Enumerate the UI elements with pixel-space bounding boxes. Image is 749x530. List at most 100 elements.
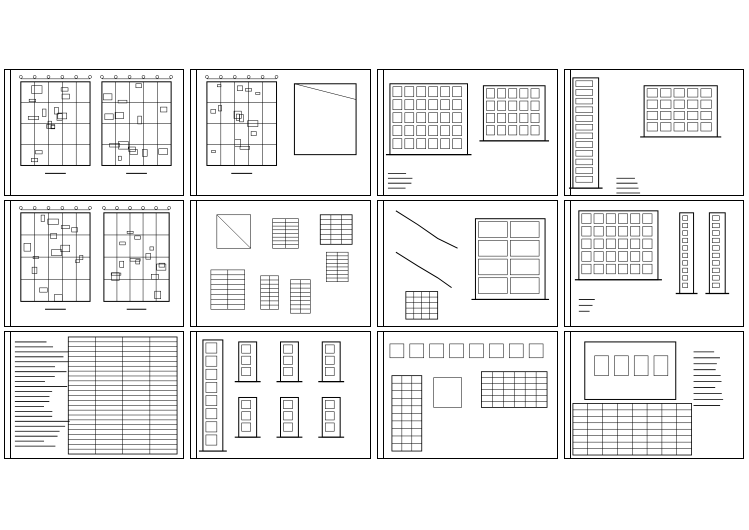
axis-bubble	[115, 206, 119, 210]
window	[283, 422, 293, 432]
window	[575, 89, 593, 96]
drawing-sheet-5[interactable]	[4, 200, 184, 327]
room-detail	[216, 214, 251, 249]
window	[673, 99, 685, 109]
window	[593, 213, 604, 224]
window	[575, 176, 593, 183]
plan-fixture	[23, 243, 31, 252]
window	[440, 112, 450, 124]
drawing-sheet-3[interactable]	[377, 69, 558, 196]
plan-fixture	[53, 294, 63, 302]
window	[712, 275, 720, 281]
window	[508, 125, 518, 136]
window	[618, 226, 628, 237]
drawing-sheet-12[interactable]	[564, 331, 744, 459]
title-strip	[378, 70, 384, 195]
plan-fixture	[75, 259, 80, 263]
plan-fixture	[145, 253, 151, 260]
axis-bubble	[88, 75, 92, 79]
drawing-sheet-6[interactable]	[190, 200, 371, 327]
drawing-sheet-9[interactable]	[4, 331, 184, 459]
window	[325, 411, 335, 421]
window	[205, 434, 218, 446]
window	[575, 115, 593, 122]
window	[575, 150, 593, 157]
window-elevation	[389, 343, 405, 359]
plan-fixture	[158, 262, 165, 268]
drawing-sheet-7[interactable]	[377, 200, 558, 327]
axis-bubble	[32, 75, 37, 79]
plan-fixture	[218, 105, 222, 112]
window	[510, 277, 540, 294]
axis-bubble	[60, 206, 65, 210]
window	[428, 125, 438, 136]
window-elevation	[433, 377, 462, 408]
window	[510, 221, 540, 238]
window	[605, 213, 616, 224]
window	[618, 251, 628, 262]
plan-fixture	[237, 85, 243, 91]
window	[593, 226, 604, 237]
window	[673, 88, 685, 98]
window	[416, 112, 426, 124]
axis-bubble	[46, 206, 51, 210]
window	[530, 100, 540, 111]
plan-fixture	[118, 141, 129, 150]
plan-fixture	[35, 150, 43, 155]
plan-fixture	[135, 83, 142, 89]
window	[440, 86, 450, 98]
drawing-sheet-10[interactable]	[190, 331, 371, 459]
window	[575, 132, 593, 139]
drawing-sheet-2[interactable]	[190, 69, 371, 196]
window	[241, 400, 251, 409]
plan-fixture	[61, 93, 70, 100]
plan-fixture	[51, 249, 62, 256]
window	[325, 400, 335, 409]
window	[581, 213, 592, 224]
window	[416, 138, 426, 149]
window	[404, 86, 415, 98]
window-elevation	[489, 343, 504, 359]
window	[575, 106, 593, 113]
plan-fixture	[60, 225, 70, 229]
axis-bubble	[127, 75, 132, 79]
drawing-sheet-1[interactable]	[4, 69, 184, 196]
window	[486, 113, 495, 123]
drawing-sheet-11[interactable]	[377, 331, 558, 459]
window-elevation	[409, 343, 424, 359]
window	[687, 99, 699, 109]
plan-fixture	[129, 258, 141, 262]
window-elevation	[429, 343, 444, 359]
window	[283, 355, 293, 365]
window	[452, 138, 462, 149]
title-strip	[191, 201, 197, 326]
window	[712, 245, 720, 251]
window	[283, 400, 293, 409]
diagonal	[216, 214, 251, 249]
window	[682, 230, 688, 236]
title-strip	[378, 332, 384, 458]
title-strip	[565, 332, 571, 458]
window	[428, 138, 438, 149]
plan-fixture	[104, 113, 114, 120]
window	[581, 263, 592, 275]
window	[241, 422, 251, 432]
title-strip	[5, 332, 11, 458]
window	[428, 99, 438, 111]
beam-section	[633, 355, 649, 376]
sheet-8-drawing	[574, 210, 730, 312]
window	[682, 215, 688, 221]
plan-fixture	[50, 233, 57, 239]
window	[478, 221, 508, 238]
window	[682, 260, 688, 266]
window	[605, 263, 616, 275]
window	[575, 97, 593, 105]
drawing-sheet-8[interactable]	[564, 200, 744, 327]
window-elevation	[509, 343, 524, 359]
window	[630, 238, 641, 249]
plan-fixture	[31, 85, 43, 94]
drawing-sheet-4[interactable]	[564, 69, 744, 196]
window-elevation	[449, 343, 464, 359]
window	[660, 99, 672, 109]
beam-section	[594, 355, 609, 376]
